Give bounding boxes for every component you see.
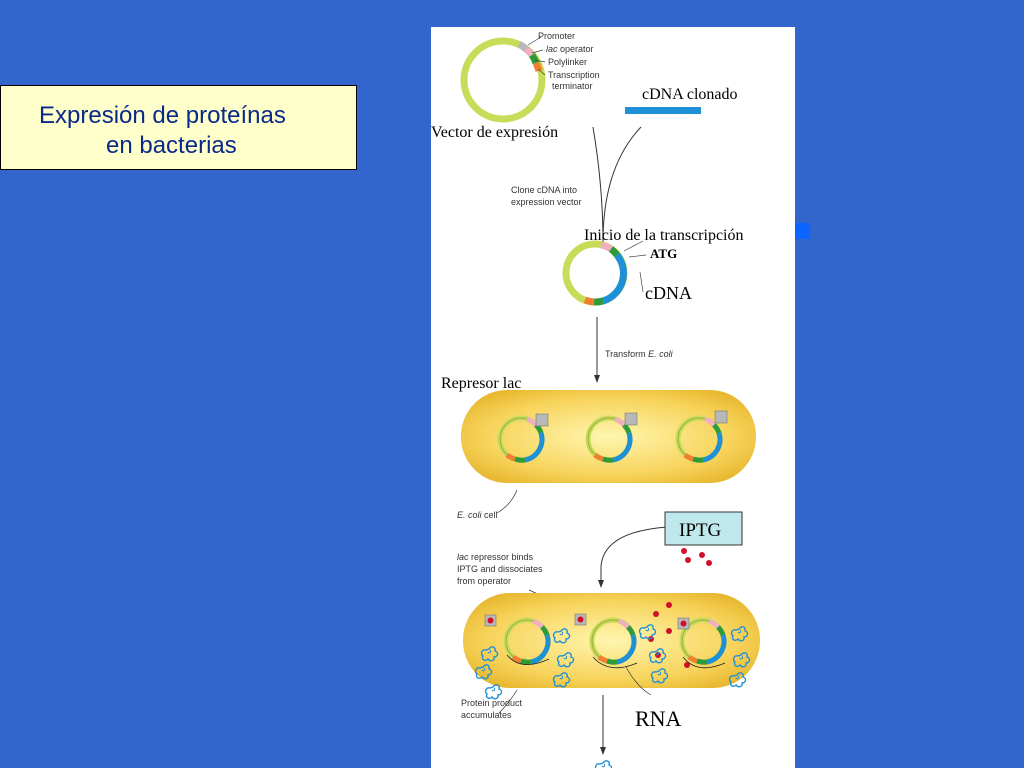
rna-label: RNA (635, 706, 682, 731)
repressor-text-line3: from operator (457, 576, 511, 586)
bullet-square (794, 223, 810, 239)
lac-repressor-1 (535, 413, 549, 427)
cdna-fragment (625, 107, 701, 114)
promoter-label: Promoter (538, 31, 575, 41)
lac-repressor-3 (714, 410, 728, 424)
inicio-transcripcion-label: Inicio de la transcripción (584, 227, 744, 244)
lac-operator-label: lac operator (546, 44, 594, 54)
protein-text-line2: accumulates (461, 710, 512, 720)
polylinker-label: Polylinker (548, 57, 587, 67)
protein-text-line1: Protein product (461, 698, 523, 708)
recombinant-plasmid (562, 240, 647, 306)
represor-lac-label: Represor lac (441, 375, 521, 392)
cdna-clonado-label: cDNA clonado (642, 86, 738, 103)
repressor-text-line1: lac repressor binds (457, 552, 534, 562)
transcription-label: Transcription (548, 70, 600, 80)
iptg-box (664, 511, 743, 546)
slide-title-line2: en bacterias (106, 132, 237, 159)
clone-line1: Clone cDNA into (511, 185, 577, 195)
expression-vector-plasmid (460, 36, 546, 123)
iptg-label: IPTG (679, 520, 722, 541)
repressor-text-line2: IPTG and dissociates (457, 564, 543, 574)
slide-title-line1: Expresión de proteínas (39, 102, 286, 129)
cdna-label: cDNA (645, 283, 692, 303)
atg-label: ATG (650, 246, 677, 261)
vector-expresion-label: Vector de expresión (431, 124, 558, 141)
ecoli-cell-label: E. coli cell (457, 510, 498, 520)
transform-label: Transform E. coli (605, 349, 674, 359)
lac-repressor-2 (624, 412, 638, 426)
diagram-panel: Promoter lac operator Polylinker Transcr… (431, 27, 795, 768)
terminator-label: terminator (552, 81, 593, 91)
ecoli-cell-1 (461, 390, 756, 483)
slide-title-box: Expresión de proteínas en bacterias (0, 85, 357, 170)
expression-diagram: Promoter lac operator Polylinker Transcr… (431, 31, 760, 768)
clone-line2: expression vector (511, 197, 582, 207)
